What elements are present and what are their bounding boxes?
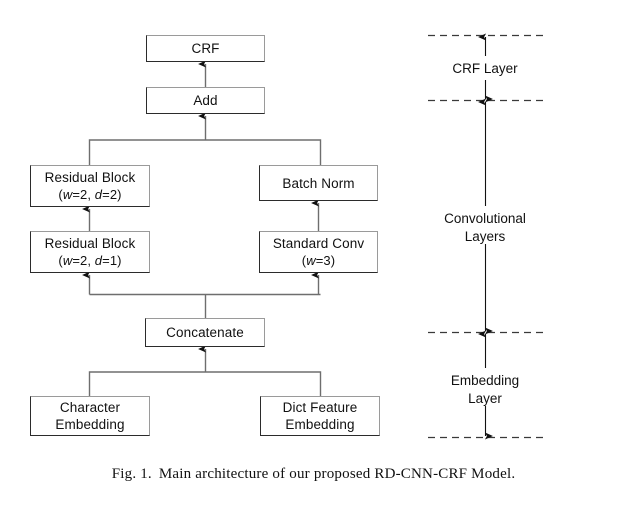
node-standard-conv-params: (w=3) [301, 253, 336, 268]
layer-label-embedding-layer-line1: Embedding [450, 373, 520, 388]
node-batch-norm-label: Batch Norm [282, 175, 355, 191]
layer-label-convolutional-layers-line1: Convolutional [444, 211, 526, 226]
node-crf-label: CRF [191, 41, 220, 56]
node-residual-block-1-params: (w=2, d=1) [58, 253, 122, 268]
node-residual-block-1-label: Residual Block [44, 236, 136, 251]
node-crf: CRF [146, 35, 265, 62]
node-concatenate: Concatenate [145, 318, 265, 347]
node-dict-feature-embedding-line1: Dict Feature [282, 400, 358, 415]
edge-branch-bar-upper [88, 139, 322, 166]
edge-embedding-branch-bar [88, 371, 322, 396]
layer-label-crf-layer: CRF Layer [405, 58, 565, 80]
node-residual-block-2: Residual Block (w=2, d=2) [30, 165, 150, 207]
layer-label-embedding-layer-line2: Layer [468, 391, 502, 406]
figure-caption-number: Fig. 1. [111, 466, 152, 482]
node-character-embedding: Character Embedding [30, 396, 150, 436]
node-residual-block-1: Residual Block (w=2, d=1) [30, 231, 150, 273]
node-batch-norm: Batch Norm [259, 165, 378, 201]
node-dict-feature-embedding: Dict Feature Embedding [260, 396, 380, 436]
figure-caption: Fig. 1. Main architecture of our proposed… [0, 466, 627, 483]
node-character-embedding-line1: Character [59, 400, 121, 415]
figure-caption-text: Main architecture of our proposed RD-CNN… [158, 466, 516, 482]
node-residual-block-2-label: Residual Block [44, 170, 136, 185]
node-residual-block-2-params: (w=2, d=2) [58, 187, 122, 202]
node-character-embedding-line2: Embedding [55, 417, 125, 432]
node-add-label: Add [193, 93, 218, 108]
layer-label-crf-layer-text: CRF Layer [452, 61, 518, 76]
node-dict-feature-embedding-line2: Embedding [285, 417, 355, 432]
layer-label-convolutional-layers-line2: Layers [464, 229, 506, 244]
node-concatenate-label: Concatenate [166, 325, 244, 340]
layer-label-convolutional-layers: Convolutional Layers [405, 208, 565, 248]
node-standard-conv-label: Standard Conv [272, 236, 365, 251]
node-standard-conv: Standard Conv (w=3) [259, 231, 378, 273]
node-add: Add [146, 87, 265, 114]
layer-label-embedding-layer: Embedding Layer [405, 370, 565, 410]
